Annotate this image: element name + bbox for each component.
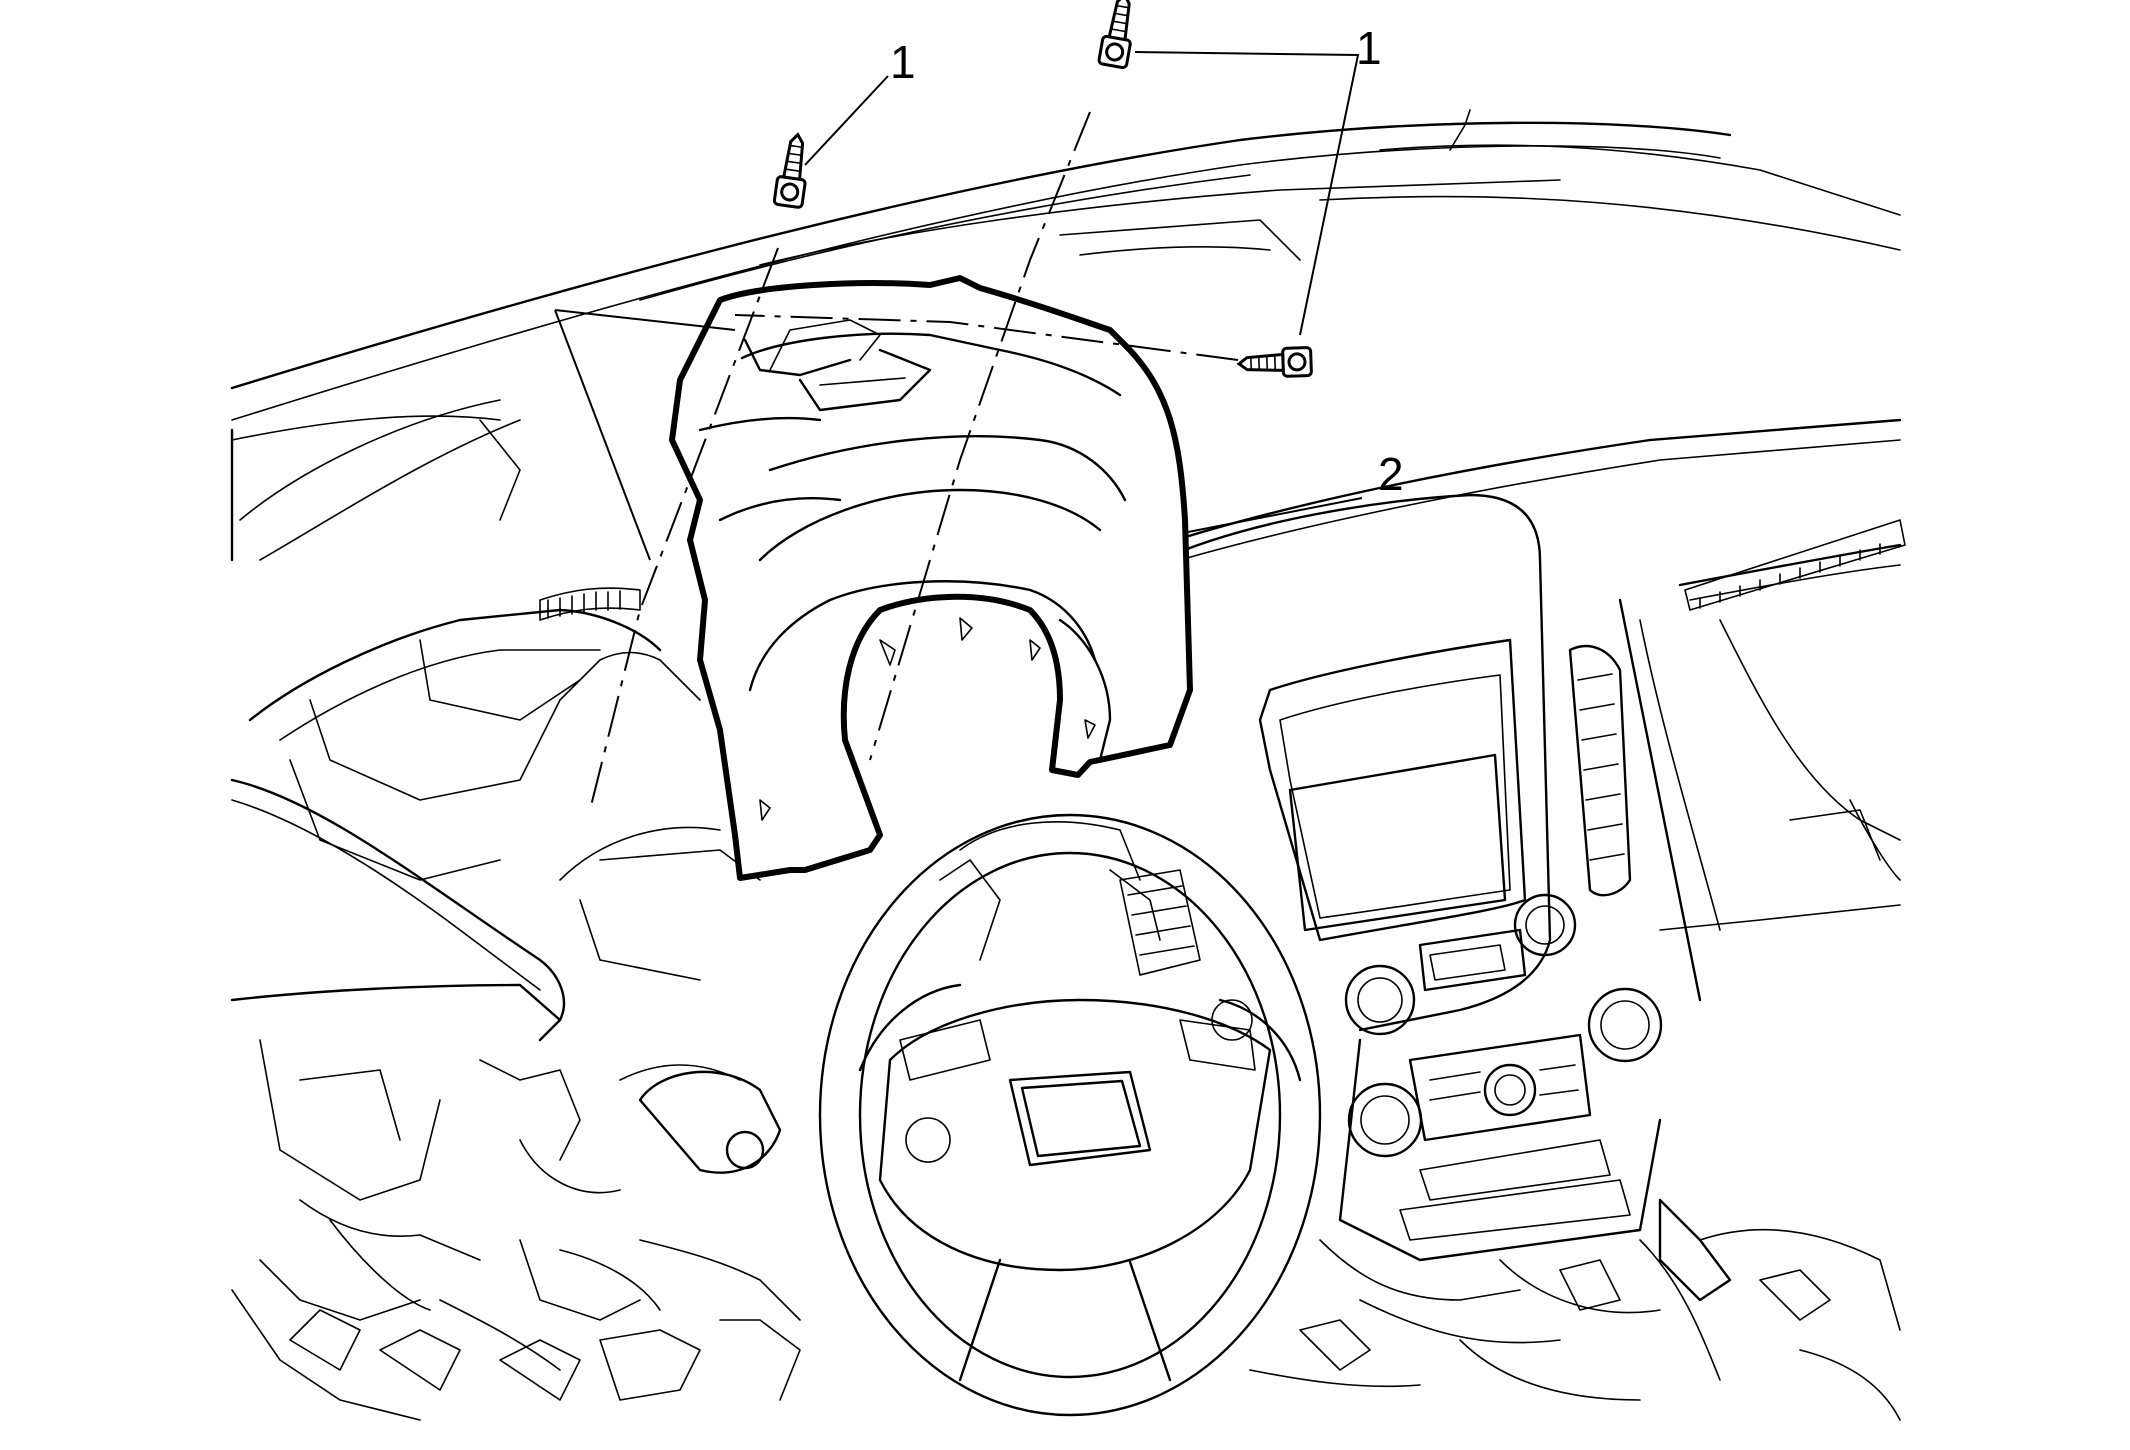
cluster-trim-panel [669,275,1193,881]
alignment-lines [554,111,1239,811]
callout-2: 2 [1378,448,1404,500]
callout-leaders [804,51,1363,533]
bolt-icon [772,0,1313,378]
callout-1-right: 1 [1356,22,1382,74]
dashboard-outline [230,109,1906,1042]
callout-1-left: 1 [890,36,916,88]
lower-dash-wiring [231,1039,1901,1421]
steering-wheel [818,813,1322,1417]
center-stack [1158,493,1663,1262]
